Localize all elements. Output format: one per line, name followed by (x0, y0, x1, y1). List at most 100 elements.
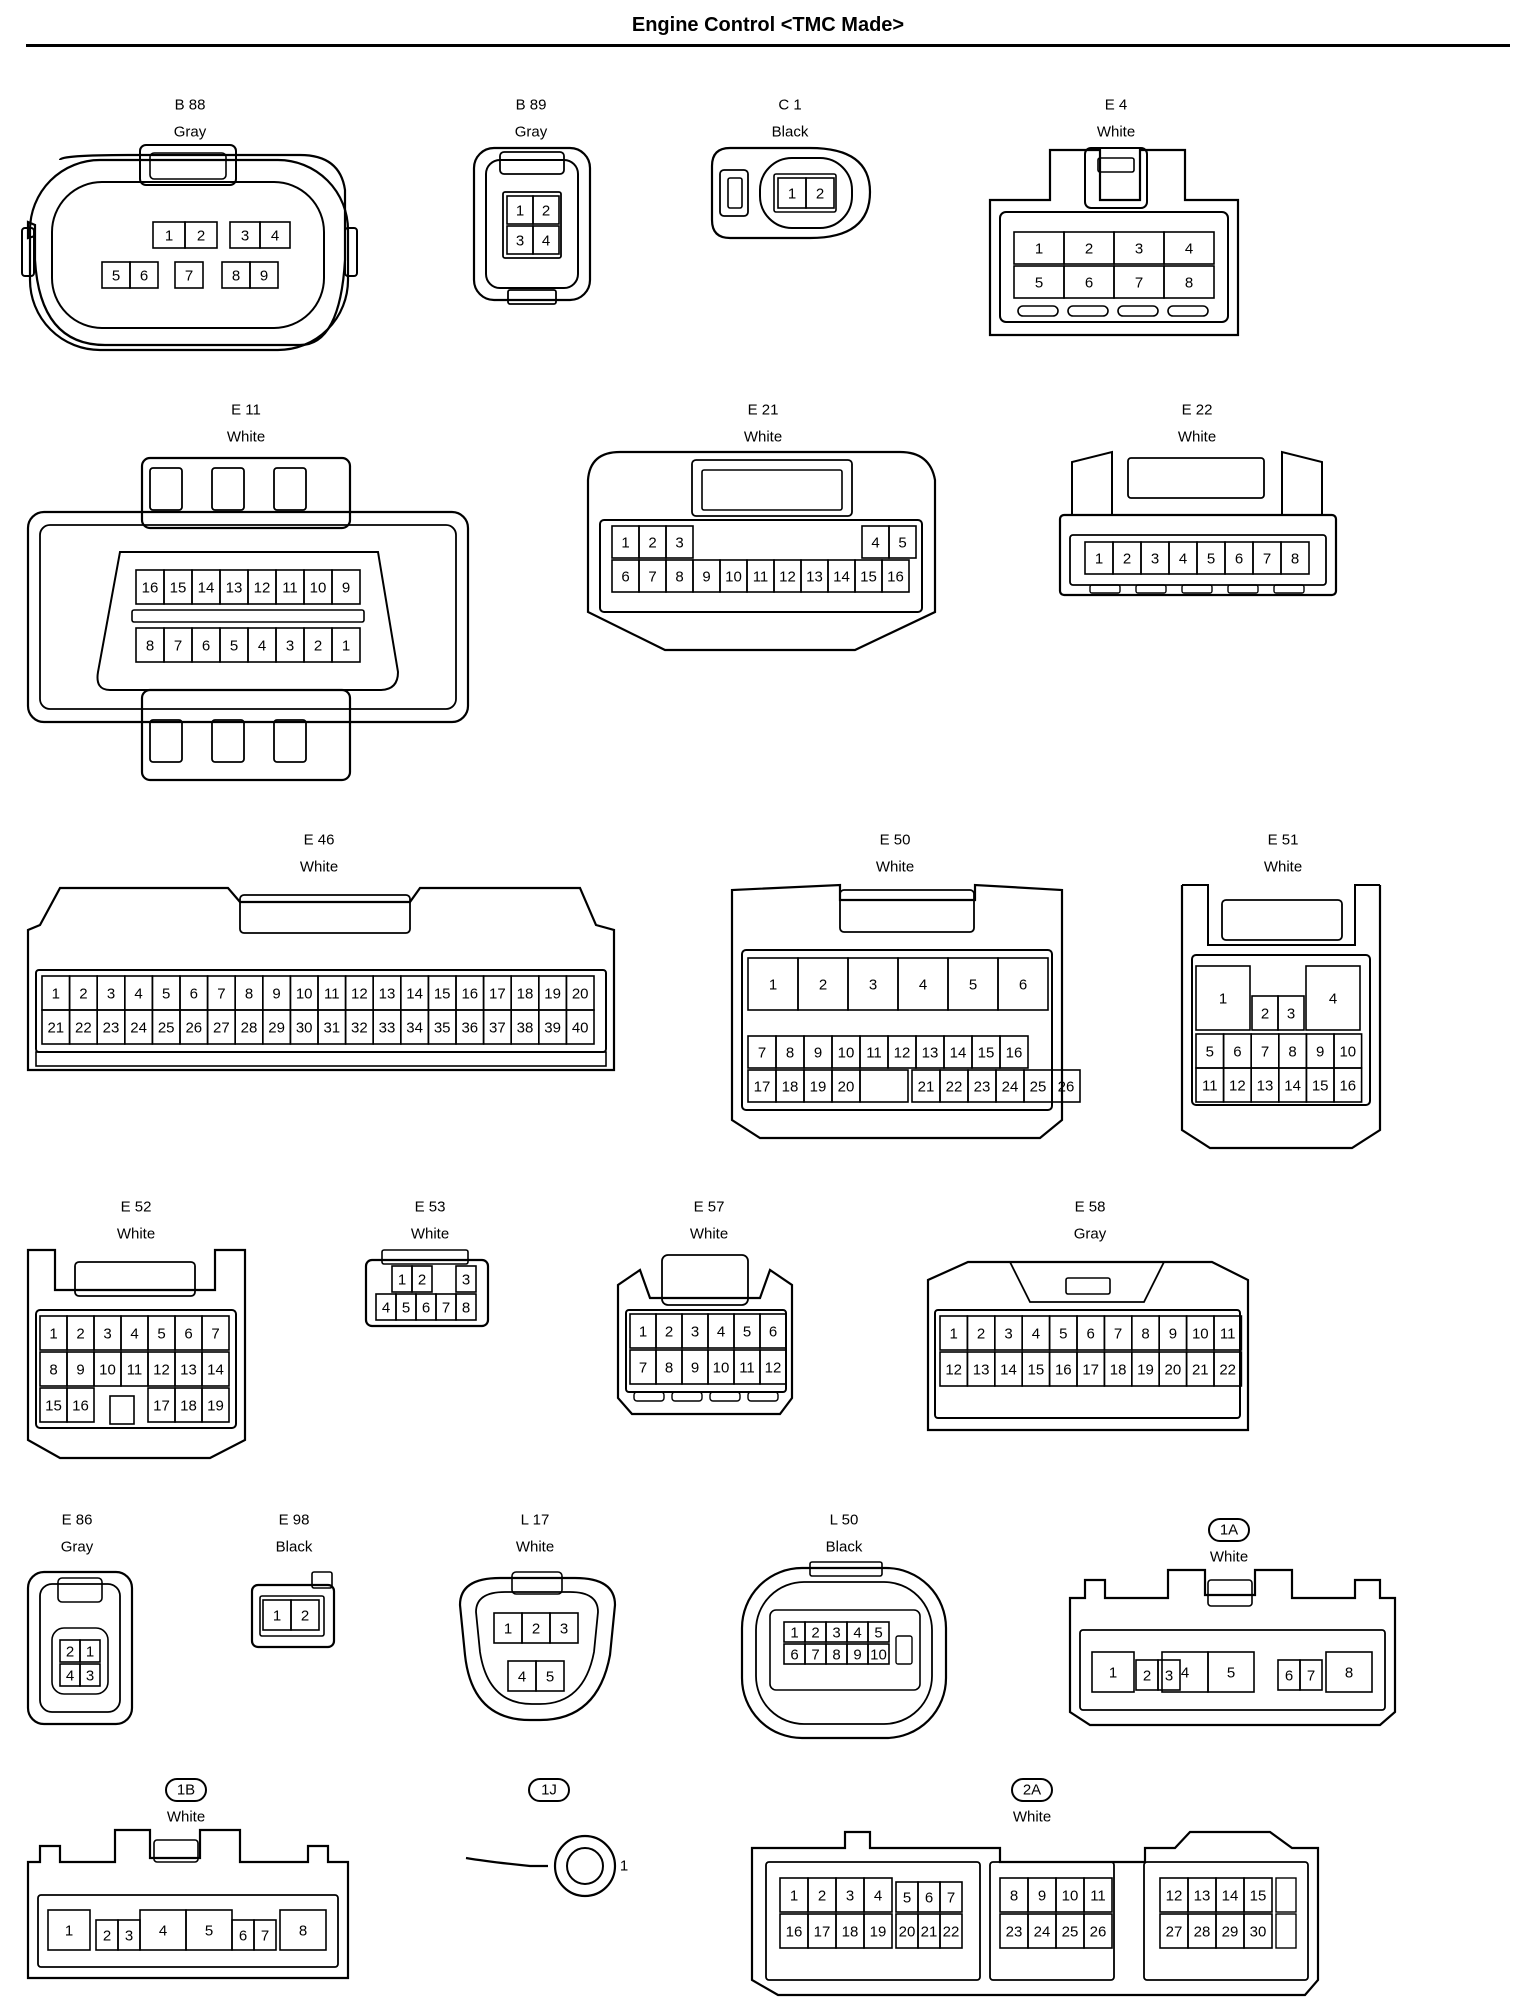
pin-label: 31 (323, 1020, 340, 1037)
connector-id: E 50 (880, 832, 911, 849)
pin-label: 21 (47, 1020, 64, 1037)
pin-label: 34 (406, 1020, 423, 1037)
pin-label: 17 (814, 1924, 831, 1941)
pin-label: 2 (818, 1888, 826, 1905)
pin-label: 12 (1229, 1078, 1246, 1095)
pin-label: 7 (1114, 1326, 1122, 1343)
pin-label: 28 (241, 1020, 258, 1037)
pin-label: 22 (943, 1924, 960, 1941)
pin-label: 15 (45, 1398, 62, 1415)
pin-label: 40 (572, 1020, 589, 1037)
connector-color: White (1013, 1809, 1051, 1826)
connector-id: L 50 (830, 1512, 859, 1529)
pin-label: 1 (398, 1272, 406, 1289)
pin-label: 13 (806, 569, 823, 586)
pin-label: 3 (675, 535, 683, 552)
pin-label: 6 (1235, 551, 1243, 568)
pin-label: 8 (1288, 1044, 1296, 1061)
pin-label: 11 (739, 1360, 755, 1377)
pin-label: 11 (324, 986, 340, 1003)
pin-label: 3 (286, 638, 294, 655)
connector-id: E 46 (304, 832, 335, 849)
connector-id: 1B (177, 1782, 195, 1799)
connector-id: E 57 (694, 1199, 725, 1216)
pin-label: 26 (1058, 1079, 1075, 1096)
connector-color: White (876, 859, 914, 876)
pin-label: 11 (127, 1362, 143, 1379)
pin-label: 7 (442, 1300, 450, 1317)
connector-id: E 52 (121, 1199, 152, 1216)
pin-label: 16 (72, 1398, 89, 1415)
title-rule (26, 44, 1510, 47)
pin-label: 2 (1123, 551, 1131, 568)
pin-label: 4 (66, 1668, 74, 1685)
connector-id: 1J (541, 1782, 557, 1799)
connector-color: Gray (61, 1539, 94, 1556)
pin-label: 19 (870, 1924, 887, 1941)
pin-label: 10 (838, 1045, 855, 1062)
pin-label: 7 (758, 1045, 766, 1062)
pin-label: 5 (546, 1669, 554, 1686)
pin-label: 11 (1220, 1326, 1236, 1343)
pin-label: 4 (271, 228, 279, 245)
connector-id: L 17 (521, 1512, 550, 1529)
pin-label: 9 (1169, 1326, 1177, 1343)
pin-label: 9 (853, 1647, 861, 1664)
pin-label: 7 (1263, 551, 1271, 568)
pin-label: 17 (489, 986, 506, 1003)
pin-label: 9 (260, 268, 268, 285)
pin-label: 4 (1032, 1326, 1040, 1343)
pin-label: 16 (786, 1924, 803, 1941)
pin-label: 6 (790, 1647, 798, 1664)
pin-label: 1 (950, 1326, 958, 1343)
pin-label: 18 (782, 1079, 799, 1096)
pin-label: 7 (639, 1360, 647, 1377)
connector-id: E 98 (279, 1512, 310, 1529)
pin-label: 7 (261, 1928, 269, 1945)
pin-label: 6 (140, 268, 148, 285)
pin-label: 23 (1006, 1924, 1023, 1941)
pin-label: 25 (158, 1020, 175, 1037)
pin-label: 1 (769, 977, 777, 994)
pin-label: 9 (272, 986, 280, 1003)
pin-label: 1 (49, 1326, 57, 1343)
pin-label: 4 (542, 233, 550, 250)
pin-label: 9 (1316, 1044, 1324, 1061)
pin-label: 13 (922, 1045, 939, 1062)
pin-label: 2 (314, 638, 322, 655)
pin-label: 4 (1179, 551, 1187, 568)
pin-label: 1 (620, 1858, 628, 1875)
pin-label: 4 (1185, 241, 1193, 258)
pin-label: 8 (1185, 275, 1193, 292)
pin-label: 26 (1090, 1924, 1107, 1941)
pin-label: 3 (516, 233, 524, 250)
pin-label: 8 (299, 1923, 307, 1940)
pin-label: 5 (1207, 551, 1215, 568)
pin-label: 15 (860, 569, 877, 586)
pin-label: 39 (544, 1020, 561, 1037)
pin-label: 6 (1085, 275, 1093, 292)
page-title: Engine Control <TMC Made> (631, 14, 905, 36)
pin-label: 13 (1194, 1888, 1211, 1905)
pin-label: 18 (842, 1924, 859, 1941)
pin-label: 9 (76, 1362, 84, 1379)
pin-label: 19 (544, 986, 561, 1003)
pin-label: 8 (1141, 1326, 1149, 1343)
pin-label: 5 (402, 1300, 410, 1317)
pin-label: 29 (268, 1020, 285, 1037)
pin-label: 32 (351, 1020, 368, 1037)
pin-label: 1 (273, 1608, 281, 1625)
pin-label: 13 (1257, 1078, 1274, 1095)
pin-label: 13 (180, 1362, 197, 1379)
pin-label: 2 (1085, 241, 1093, 258)
pin-label: 19 (810, 1079, 827, 1096)
